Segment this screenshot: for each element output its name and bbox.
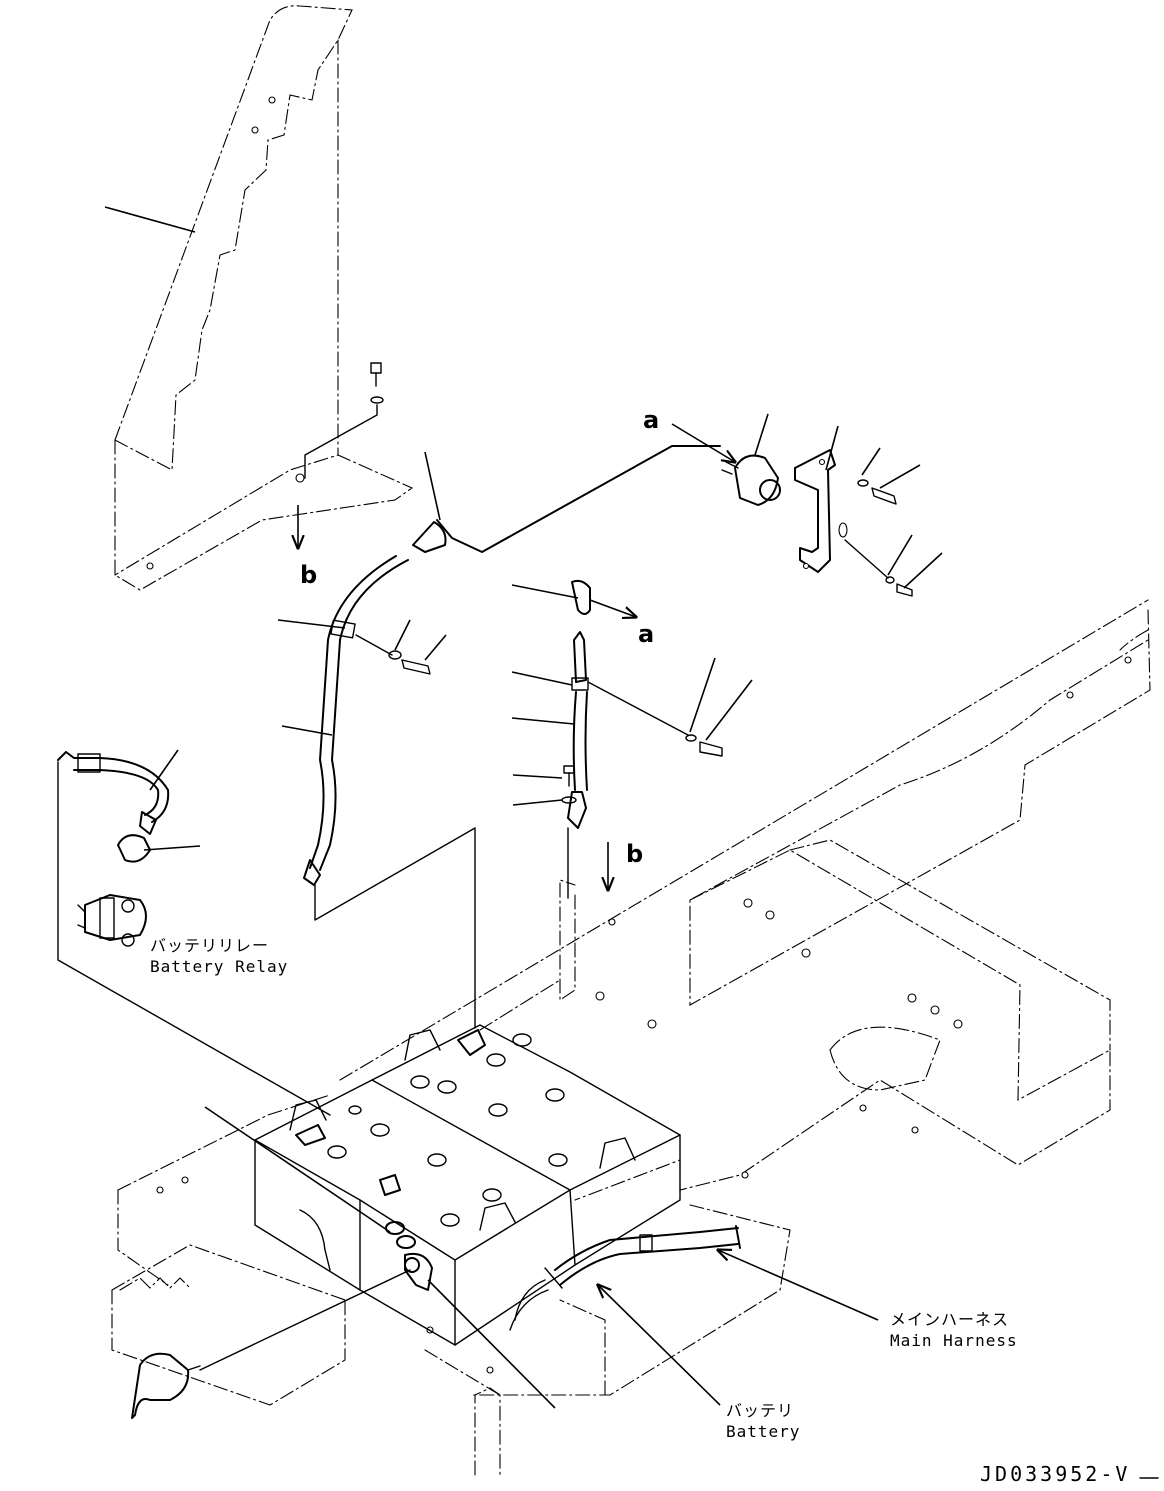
frame-phantom — [339, 599, 1151, 1396]
arrow-a-top — [671, 423, 735, 462]
label-battery-en: Battery — [726, 1422, 800, 1441]
batteries — [254, 1024, 681, 1346]
relay-jumper-cable — [57, 749, 331, 1116]
cover-panel-phantom — [104, 5, 414, 591]
bolt-and-washer-cover — [304, 362, 384, 479]
label-battery-relay-jp: バッテリリレー — [150, 936, 269, 955]
ref-a-mid: a — [638, 620, 654, 648]
arrow-b-left: b — [298, 505, 317, 589]
label-main-harness-en: Main Harness — [890, 1331, 1018, 1350]
battery-relay-bracket — [721, 413, 943, 597]
battery-terminals — [295, 1029, 568, 1227]
main-harness — [509, 1225, 879, 1406]
clamp-bolt-left — [388, 619, 447, 675]
battery-tray-phantom — [111, 1094, 606, 1476]
relay-cable — [277, 445, 721, 1029]
short-cable: a — [511, 579, 753, 899]
drawing-code: JD033952-V — [980, 1462, 1130, 1486]
ref-a-top: a — [643, 406, 659, 434]
ref-b-right: b — [626, 840, 643, 868]
label-battery-relay-en: Battery Relay — [150, 957, 288, 976]
label-battery-jp: バッテリ — [726, 1401, 794, 1420]
arrow-b-right: b — [608, 840, 643, 890]
battery-cable-bottom — [131, 1106, 556, 1419]
label-main-harness-jp: メインハーネス — [890, 1310, 1009, 1329]
ref-b-left: b — [300, 561, 317, 589]
battery-relay-icon — [77, 894, 147, 947]
